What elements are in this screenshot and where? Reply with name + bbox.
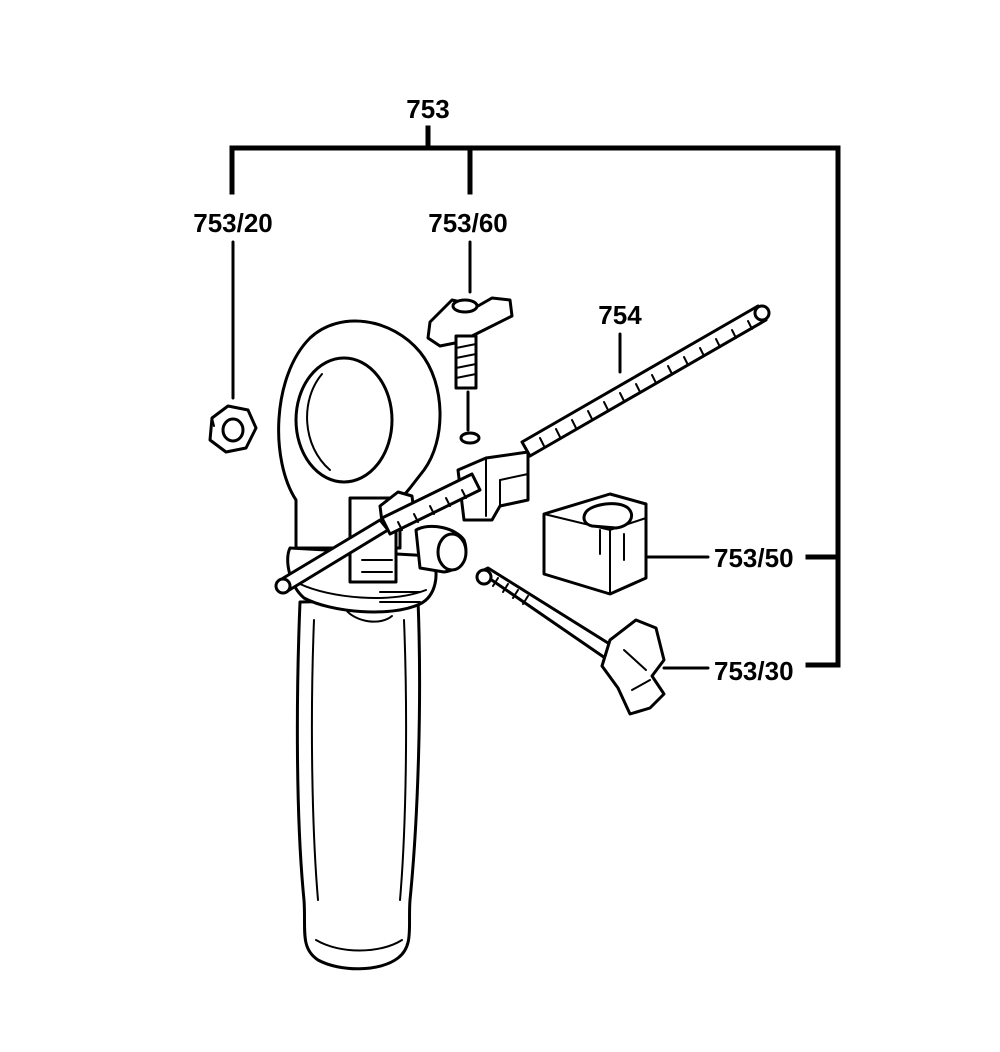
auxiliary-handle <box>277 319 530 971</box>
label-753-20: 753/20 <box>193 208 273 238</box>
depth-rod <box>274 304 771 595</box>
assembly-bracket <box>229 125 841 668</box>
label-753-50: 753/50 <box>714 543 794 573</box>
hex-nut <box>208 404 258 454</box>
label-754: 754 <box>598 300 642 330</box>
label-753: 753 <box>406 94 449 124</box>
wing-screw <box>426 296 514 445</box>
stop-block <box>542 492 648 596</box>
label-753-30: 753/30 <box>714 656 794 686</box>
label-753-60: 753/60 <box>428 208 508 238</box>
leader-lines <box>231 240 710 670</box>
clamp-bolt <box>475 566 666 716</box>
